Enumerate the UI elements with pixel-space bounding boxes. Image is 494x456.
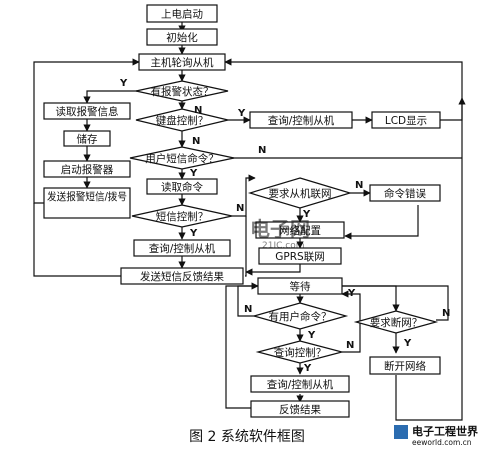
- process-query-control-1: 查询/控制从机: [249, 111, 353, 129]
- site-logo: 电子工程世界 eeworld.com.cn: [394, 424, 478, 447]
- logo-mark-icon: [394, 425, 408, 439]
- process-wait: 等待: [257, 277, 343, 295]
- process-command-error: 命令错误: [369, 184, 441, 202]
- svg-text:Y: Y: [237, 108, 246, 119]
- process-poll-slaves: 主机轮询从机: [138, 53, 226, 71]
- svg-text:查询/控制从机: 查询/控制从机: [268, 114, 335, 127]
- svg-text:Y: Y: [302, 209, 311, 220]
- process-query-control-2: 查询/控制从机: [133, 239, 231, 257]
- svg-text:N: N: [355, 180, 363, 191]
- svg-text:反馈结果: 反馈结果: [279, 403, 321, 416]
- svg-text:Y: Y: [189, 228, 198, 239]
- svg-text:GPRS联网: GPRS联网: [275, 251, 324, 263]
- decision-user-command: 有用户命令？: [251, 302, 349, 330]
- svg-text:有用户命令？: 有用户命令？: [269, 310, 332, 323]
- svg-text:Y: Y: [119, 78, 128, 89]
- decision-require-network: 要求从机联网: [247, 177, 353, 209]
- svg-text:Y: Y: [307, 330, 316, 341]
- svg-text:断开网络: 断开网络: [384, 360, 426, 373]
- process-disconnect: 断开网络: [369, 356, 441, 375]
- process-send-sms-dial: 发送报警短信/拨号: [43, 187, 131, 219]
- decision-user-sms: 用户短信命令？: [129, 146, 235, 170]
- svg-text:读取命令: 读取命令: [161, 181, 203, 194]
- figure-caption: 图 2 系统软件框图: [189, 429, 305, 445]
- svg-text:LCD显示: LCD显示: [385, 115, 427, 127]
- svg-text:N: N: [258, 145, 266, 156]
- decision-query-control: 查询控制？: [255, 340, 345, 364]
- decision-sms-control: 短信控制？: [131, 204, 233, 228]
- process-read-command: 读取命令: [146, 178, 218, 195]
- svg-text:键盘控制？: 键盘控制？: [156, 114, 209, 127]
- svg-text:查询控制？: 查询控制？: [274, 346, 327, 359]
- svg-text:储存: 储存: [77, 133, 98, 146]
- svg-text:N: N: [194, 105, 202, 116]
- svg-text:网络配置: 网络配置: [279, 224, 321, 237]
- branch-labels: Y N Y N N Y N Y N Y N Y Y Y N N Y: [119, 78, 450, 374]
- svg-text:发送短信反馈结果: 发送短信反馈结果: [140, 270, 224, 283]
- svg-text:Y: Y: [347, 288, 356, 299]
- process-gprs-connect: GPRS联网: [258, 247, 342, 265]
- svg-text:Y: Y: [403, 338, 412, 349]
- svg-text:N: N: [346, 340, 354, 351]
- svg-text:Y: Y: [303, 363, 312, 374]
- svg-text:上电启动: 上电启动: [161, 8, 203, 21]
- process-init: 初始化: [146, 28, 218, 46]
- process-start-alarm: 启动报警器: [43, 160, 131, 178]
- process-network-config: 网络配置: [255, 221, 345, 239]
- svg-text:短信控制？: 短信控制？: [156, 210, 209, 223]
- decision-require-disconnect: 要求断网？: [353, 310, 439, 334]
- svg-text:Y: Y: [189, 168, 198, 179]
- svg-text:启动报警器: 启动报警器: [61, 163, 114, 176]
- svg-text:用户短信命令？: 用户短信命令？: [145, 152, 219, 165]
- svg-text:电子网: 电子网: [250, 217, 310, 241]
- process-store: 储存: [63, 130, 111, 147]
- svg-text:有报警状态？: 有报警状态？: [151, 85, 214, 98]
- svg-text:要求断网？: 要求断网？: [370, 316, 423, 329]
- svg-text:eeworld.com.cn: eeworld.com.cn: [412, 438, 472, 447]
- svg-text:N: N: [236, 203, 244, 214]
- svg-text:初始化: 初始化: [166, 31, 198, 44]
- process-query-control-3: 查询/控制从机: [250, 375, 350, 393]
- svg-text:等待: 等待: [290, 280, 311, 293]
- decision-keyboard-control: 键盘控制？: [135, 108, 229, 132]
- connector-lines: [33, 22, 466, 421]
- process-lcd-display: LCD显示: [371, 111, 441, 129]
- svg-text:N: N: [442, 308, 450, 319]
- process-feedback-result: 反馈结果: [250, 400, 350, 418]
- svg-text:读取报警信息: 读取报警信息: [56, 105, 119, 118]
- svg-text:命令错误: 命令错误: [384, 187, 426, 200]
- process-power-on: 上电启动: [146, 4, 218, 23]
- svg-text:N: N: [192, 136, 200, 147]
- svg-text:N: N: [244, 304, 252, 315]
- svg-text:查询/控制从机: 查询/控制从机: [267, 378, 334, 391]
- svg-text:主机轮询从机: 主机轮询从机: [151, 56, 214, 69]
- svg-text:要求从机联网: 要求从机联网: [269, 187, 332, 200]
- svg-text:查询/控制从机: 查询/控制从机: [149, 242, 216, 255]
- decision-alarm-state: 有报警状态？: [135, 80, 229, 102]
- svg-text:发送报警短信/拨号: 发送报警短信/拨号: [47, 190, 127, 203]
- watermark: 电子网 21IC.com: [250, 217, 310, 251]
- process-read-alarm: 读取报警信息: [43, 102, 131, 120]
- svg-text:电子工程世界: 电子工程世界: [412, 424, 478, 438]
- svg-text:21IC.com: 21IC.com: [262, 241, 304, 251]
- process-send-feedback: 发送短信反馈结果: [120, 267, 244, 285]
